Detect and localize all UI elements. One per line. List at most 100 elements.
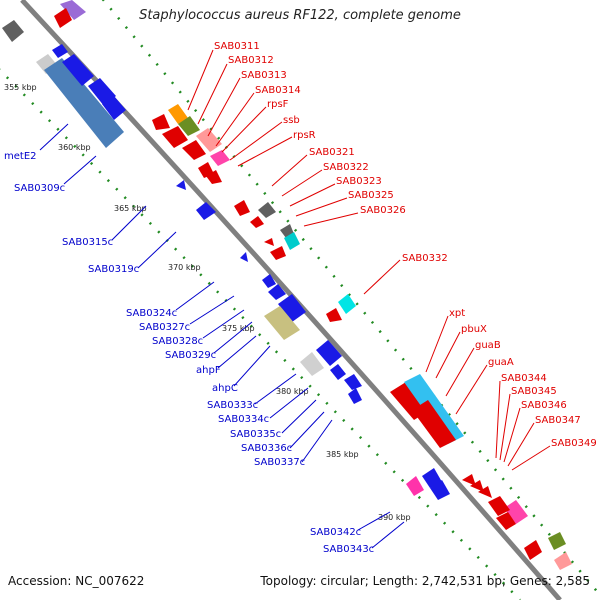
gene-label[interactable]: SAB0315c <box>62 237 113 248</box>
gene-feature <box>162 126 188 148</box>
gene-label[interactable]: SAB0312 <box>228 55 274 66</box>
gene-feature <box>88 78 116 106</box>
gene-label[interactable]: SAB0335c <box>230 429 281 440</box>
tick-label: 365 kbp <box>114 204 147 213</box>
gene-label[interactable]: SAB0336c <box>241 443 292 454</box>
gene-feature <box>412 400 456 448</box>
gene-feature <box>422 468 442 488</box>
gene-feature-gray <box>2 20 24 42</box>
gene-feature <box>462 474 476 486</box>
gene-label[interactable]: SAB0332 <box>402 253 448 264</box>
gene-feature <box>278 294 306 322</box>
gene-feature <box>264 238 274 246</box>
gene-label[interactable]: SAB0319c <box>88 264 139 275</box>
gene-feature <box>268 284 286 300</box>
gene-label[interactable]: SAB0323 <box>336 176 382 187</box>
gene-label[interactable]: SAB0342c <box>310 527 361 538</box>
gene-feature-olive <box>548 532 566 550</box>
gene-feature <box>270 246 286 260</box>
gene-feature-salmon <box>196 128 222 152</box>
gene-feature <box>326 308 342 322</box>
gene-label[interactable]: SAB0314 <box>255 85 301 96</box>
gene-label[interactable]: ahpF <box>196 365 221 376</box>
gene-feature-magenta <box>504 500 528 524</box>
gene-feature <box>262 274 276 288</box>
gene-label[interactable]: SAB0325 <box>348 190 394 201</box>
gene-feature <box>62 54 94 86</box>
gene-label[interactable]: SAB0326 <box>360 205 406 216</box>
gene-feature <box>182 140 206 160</box>
gene-label[interactable]: SAB0346 <box>521 400 567 411</box>
gene-label[interactable]: SAB0329c <box>165 350 216 361</box>
gene-label[interactable]: ssb <box>283 115 300 126</box>
gene-feature <box>250 216 264 228</box>
gene-feature <box>478 486 492 498</box>
gene-feature <box>54 8 72 28</box>
gene-label[interactable]: SAB0337c <box>254 457 305 468</box>
gene-label[interactable]: SAB0349 <box>551 438 597 449</box>
coordinate-ticks: 355 kbp 360 kbp 365 kbp 370 kbp 375 kbp … <box>4 83 411 522</box>
gene-feature <box>240 252 248 262</box>
gene-feature <box>344 374 362 390</box>
gene-feature <box>152 114 170 130</box>
gene-label[interactable]: rpsF <box>267 99 289 110</box>
gene-feature-olive <box>178 116 200 136</box>
gene-label[interactable]: rpsR <box>293 130 316 141</box>
accession-text: Accession: NC_007622 <box>8 574 145 588</box>
reverse-features <box>2 0 450 500</box>
gene-label[interactable]: SAB0309c <box>14 183 65 194</box>
gene-feature <box>102 96 126 120</box>
gene-feature <box>496 512 516 530</box>
gene-feature-pink <box>406 476 424 496</box>
tick-label: 360 kbp <box>58 143 91 152</box>
gene-feature-magenta <box>210 150 230 166</box>
gene-label[interactable]: SAB0324c <box>126 308 177 319</box>
gene-feature-orange <box>168 104 188 124</box>
gene-feature <box>52 44 68 58</box>
gene-label[interactable]: metE2 <box>4 151 37 162</box>
topology-text: Topology: circular; Length: 2,742,531 bp… <box>260 574 590 588</box>
gene-feature-ahpC <box>300 352 324 376</box>
gene-label[interactable]: SAB0313 <box>241 70 287 81</box>
gene-feature <box>524 540 542 560</box>
tick-label: 370 kbp <box>168 263 201 272</box>
gene-feature <box>488 496 510 516</box>
gene-label[interactable]: SAB0327c <box>139 322 190 333</box>
gene-label[interactable]: SAB0343c <box>323 544 374 555</box>
gene-label[interactable]: SAB0311 <box>214 41 260 52</box>
gene-label[interactable]: guaA <box>488 357 514 368</box>
gene-feature-purple <box>60 0 86 20</box>
gene-feature-cyan <box>284 232 300 250</box>
gene-feature <box>470 480 484 492</box>
gene-label[interactable]: pbuX <box>461 324 487 335</box>
gene-label[interactable]: ahpC <box>212 383 238 394</box>
gene-feature-metE2 <box>44 58 124 148</box>
gene-label[interactable]: SAB0347 <box>535 415 581 426</box>
gene-label[interactable]: SAB0334c <box>218 414 269 425</box>
gene-label[interactable]: SAB0322 <box>323 162 369 173</box>
gene-feature <box>348 388 362 404</box>
tick-label: 355 kbp <box>4 83 37 92</box>
tick-label: 385 kbp <box>326 450 359 459</box>
gene-label[interactable]: SAB0328c <box>152 336 203 347</box>
tick-label: 375 kbp <box>222 324 255 333</box>
reverse-gene-labels: metE2 SAB0309c SAB0315c SAB0319c SAB0324… <box>4 151 374 555</box>
gene-feature <box>316 340 342 366</box>
gene-label[interactable]: SAB0321 <box>309 147 355 158</box>
gene-label[interactable]: SAB0345 <box>511 386 557 397</box>
gene-label[interactable]: xpt <box>449 308 465 319</box>
gene-feature-ahpF <box>264 306 300 340</box>
gene-feature <box>430 480 450 500</box>
gene-feature-cyan <box>338 294 356 314</box>
gene-feature <box>330 364 346 380</box>
reverse-callouts <box>39 123 405 549</box>
map-title: Staphylococcus aureus RF122, complete ge… <box>139 8 461 23</box>
gene-feature-gray <box>258 202 276 218</box>
gene-label[interactable]: SAB0333c <box>207 400 258 411</box>
forward-features <box>54 8 572 570</box>
gene-label[interactable]: SAB0344 <box>501 373 547 384</box>
gene-label[interactable]: guaB <box>475 340 501 351</box>
gene-feature <box>234 200 250 216</box>
